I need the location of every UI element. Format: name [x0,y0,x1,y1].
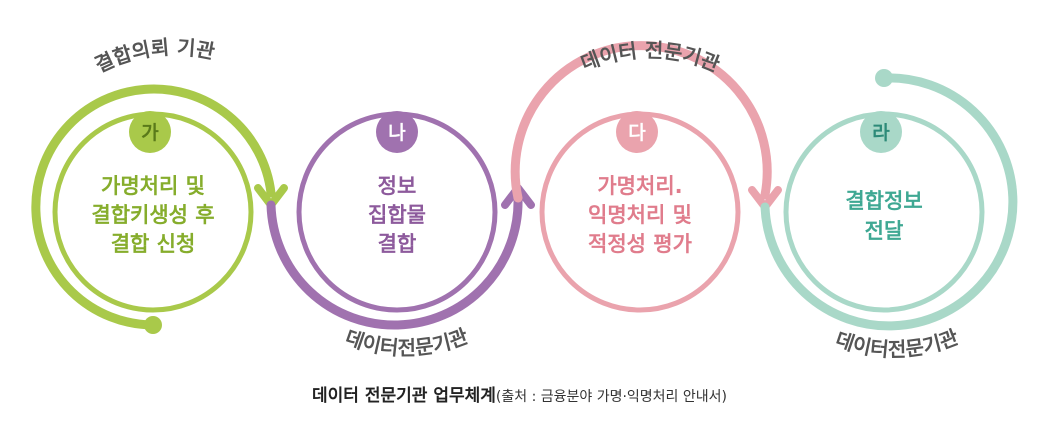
stage-2: 나 정보 집합물 결합 데이터전문기관 [266,111,535,360]
stage-1-text-line-2: 결합키생성 후 [91,203,214,227]
stage-1-text-line-3: 결합 신청 [111,232,196,256]
stage-3-outer-arc [510,41,772,203]
stage-1: 가 가명처리 및 결합키생성 후 결합 신청 결합의뢰 기관 [31,35,288,334]
stage-3: 다 가명처리. 익명처리 및 적정성 평가 데이터 전문기관 [510,38,782,313]
stage-4-text-line-2: 전달 [865,219,904,243]
stage-2-badge-circle [376,111,418,153]
diagram-caption: 데이터 전문기관 업무체계(출처 : 금융분야 가명·익명처리 안내서) [0,381,1039,406]
stage-1-start-dot [144,316,162,334]
stage-2-text-line-3: 결합 [378,232,417,256]
stage-4-text-line-1: 결합정보 [845,189,922,213]
stage-4-badge: 라 [872,122,890,144]
stage-2-text-line-2: 집합물 [368,203,426,227]
stage-1-badge: 가 [141,122,159,144]
stage-2-role-label: 데이터전문기관 [342,324,472,360]
stage-4-outer-arc [760,73,1018,331]
caption-title: 데이터 전문기관 업무체계 [312,386,496,406]
stage-2-text-line-1: 정보 [378,174,417,198]
diagram-canvas: 가 가명처리 및 결합키생성 후 결합 신청 결합의뢰 기관 나 정보 집합물 … [31,35,1018,362]
stage-3-text-line-2: 익명처리 및 [588,203,692,227]
stage-1-badge-circle [129,111,171,153]
stage-2-badge: 나 [388,122,406,144]
stage-3-text-line-1: 가명처리. [597,174,682,198]
caption-source: (출처 : 금융분야 가명·익명처리 안내서) [495,389,727,405]
stage-4-badge-circle [860,111,902,153]
stage-1-outer-arc [31,84,276,330]
stage-3-badge: 다 [628,122,646,144]
stage-1-role-label: 결합의뢰 기관 [91,35,217,77]
stage-2-outer-arc [266,193,523,330]
stage-3-badge-circle [616,111,658,153]
stage-4-end-dot [875,69,893,87]
stage-3-text-line-3: 적정성 평가 [588,232,693,256]
stage-4: 라 결합정보 전달 데이터전문기관 [760,69,1018,362]
stage-1-text-line-1: 가명처리 및 [101,174,205,198]
